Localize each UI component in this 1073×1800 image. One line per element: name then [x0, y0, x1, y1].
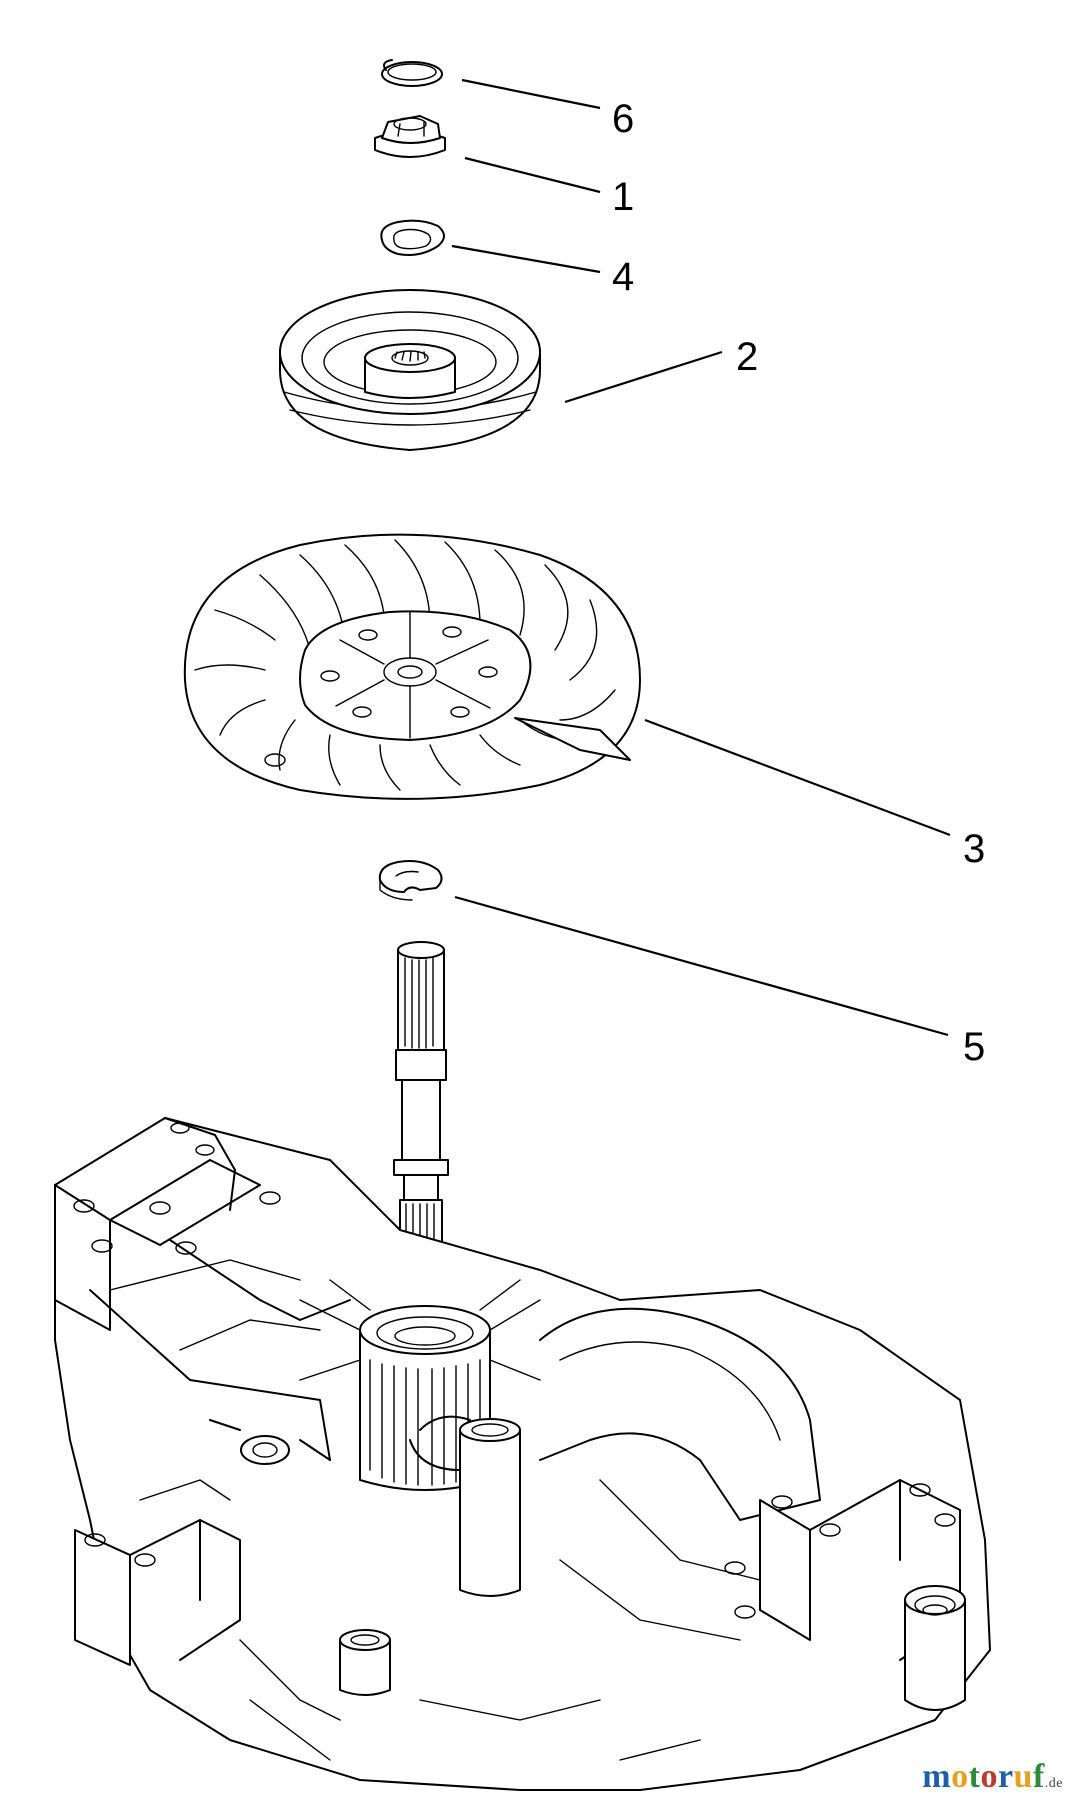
watermark-letter: t — [968, 1758, 981, 1795]
washer-part — [380, 219, 445, 256]
callout-label-3: 3 — [963, 827, 985, 871]
leader-line-4 — [451, 244, 601, 274]
callout-label-6: 6 — [612, 97, 634, 141]
leader-line-1 — [464, 156, 601, 194]
input-shaft — [393, 941, 449, 1261]
leader-line-3 — [644, 718, 951, 837]
callout-label-1: 1 — [612, 175, 634, 219]
watermark-suffix: .de — [1044, 1776, 1063, 1791]
watermark-letter: u — [1013, 1758, 1033, 1795]
callout-label-5: 5 — [963, 1025, 985, 1069]
cooling-fan-part — [183, 533, 641, 800]
watermark-logo: motoruf.de — [922, 1758, 1063, 1796]
watermark-letter: r — [997, 1758, 1014, 1795]
pulley-part — [279, 289, 541, 451]
retaining-ring-shaft-part — [378, 860, 443, 901]
watermark-letter: m — [922, 1758, 952, 1795]
leader-line-5 — [454, 895, 949, 1037]
callout-label-2: 2 — [736, 335, 758, 379]
nut-part — [374, 115, 446, 158]
watermark-letter: o — [980, 1758, 998, 1795]
retaining-ring-top-part — [381, 59, 443, 87]
transmission-housing — [54, 1117, 991, 1791]
leader-line-6 — [461, 78, 601, 110]
callout-label-4: 4 — [612, 255, 634, 299]
leader-lines — [451, 78, 951, 1037]
callout-labels: 6 1 4 2 3 5 — [612, 97, 985, 1069]
leader-line-2 — [564, 350, 723, 404]
watermark-letter: f — [1032, 1758, 1045, 1795]
watermark-letter: o — [951, 1758, 969, 1795]
